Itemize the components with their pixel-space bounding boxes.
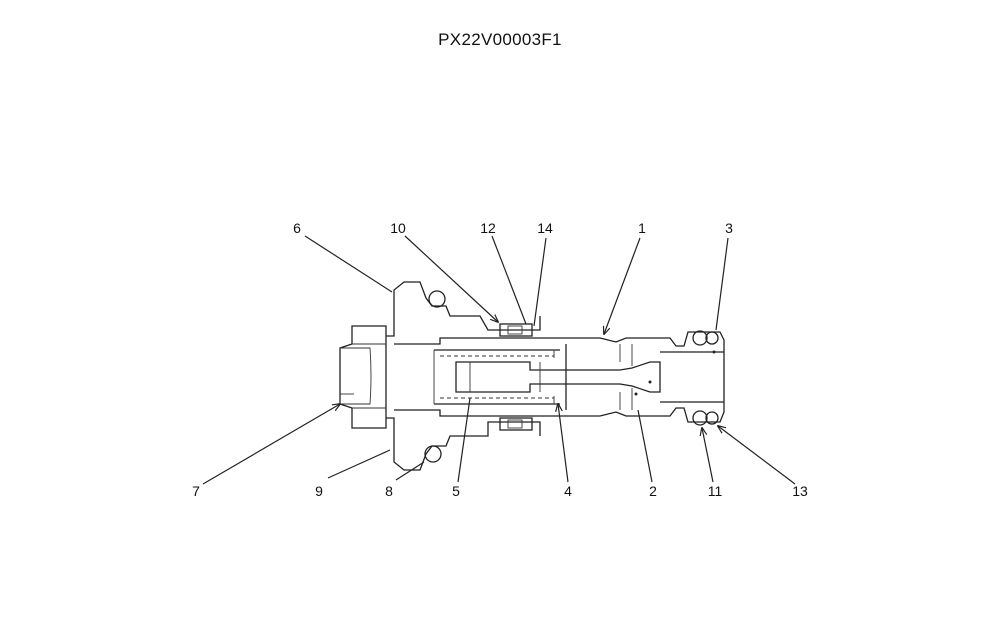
- diagram-title: PX22V00003F1: [438, 30, 562, 49]
- callout-6: 6: [293, 220, 301, 236]
- leader-lines: [202, 235, 796, 485]
- callout-labels: 6 10 12 14 1 3 7 9 8 5 4 2 11 13: [192, 220, 808, 499]
- callout-9: 9: [315, 483, 323, 499]
- callout-2: 2: [649, 483, 657, 499]
- callout-12: 12: [480, 220, 496, 236]
- callout-8: 8: [385, 483, 393, 499]
- callout-14: 14: [537, 220, 553, 236]
- cross-section: [339, 281, 725, 471]
- callout-11: 11: [708, 483, 723, 499]
- callout-1: 1: [638, 220, 646, 236]
- callout-3: 3: [725, 220, 733, 236]
- callout-5: 5: [452, 483, 460, 499]
- callout-13: 13: [792, 483, 808, 499]
- callout-4: 4: [564, 483, 572, 499]
- callout-10: 10: [390, 220, 406, 236]
- callout-7: 7: [192, 483, 200, 499]
